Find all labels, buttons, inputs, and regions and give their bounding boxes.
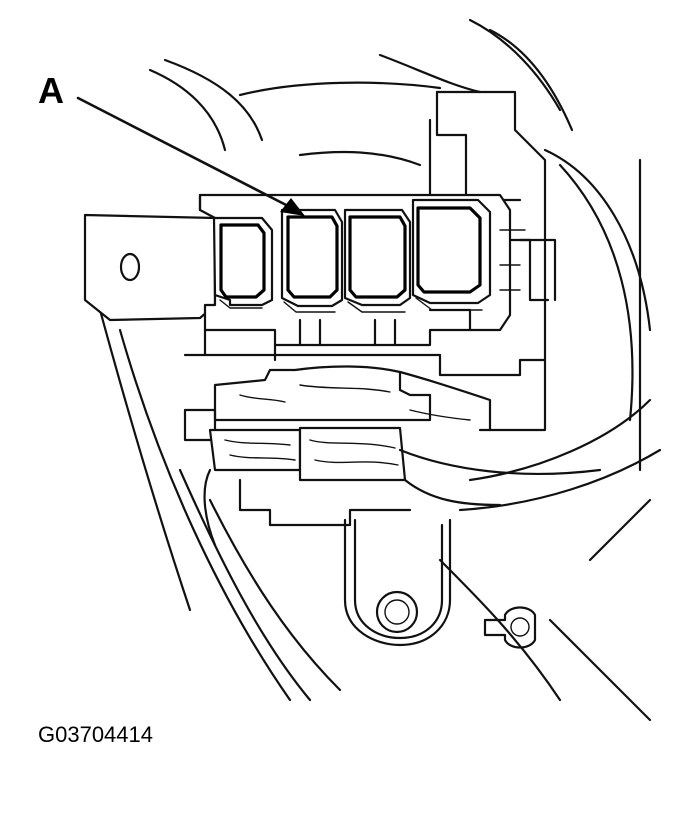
relay-3: [343, 208, 412, 313]
lower-stay: [343, 518, 452, 647]
relay-row: [212, 198, 492, 313]
stay-bolt: [375, 590, 419, 634]
bolt-hole: [119, 252, 141, 282]
mounting-bracket: [83, 213, 217, 322]
relay-4: [411, 198, 492, 311]
figure-code: G03704414: [38, 722, 153, 747]
relay-2: [280, 208, 344, 313]
callout-label-a: A: [38, 70, 64, 111]
relay-1: [212, 216, 274, 309]
callout-arrow-a: [76, 96, 305, 216]
wire-harness: [183, 365, 602, 547]
side-fastener: [483, 606, 537, 649]
body-contours: [98, 18, 662, 722]
